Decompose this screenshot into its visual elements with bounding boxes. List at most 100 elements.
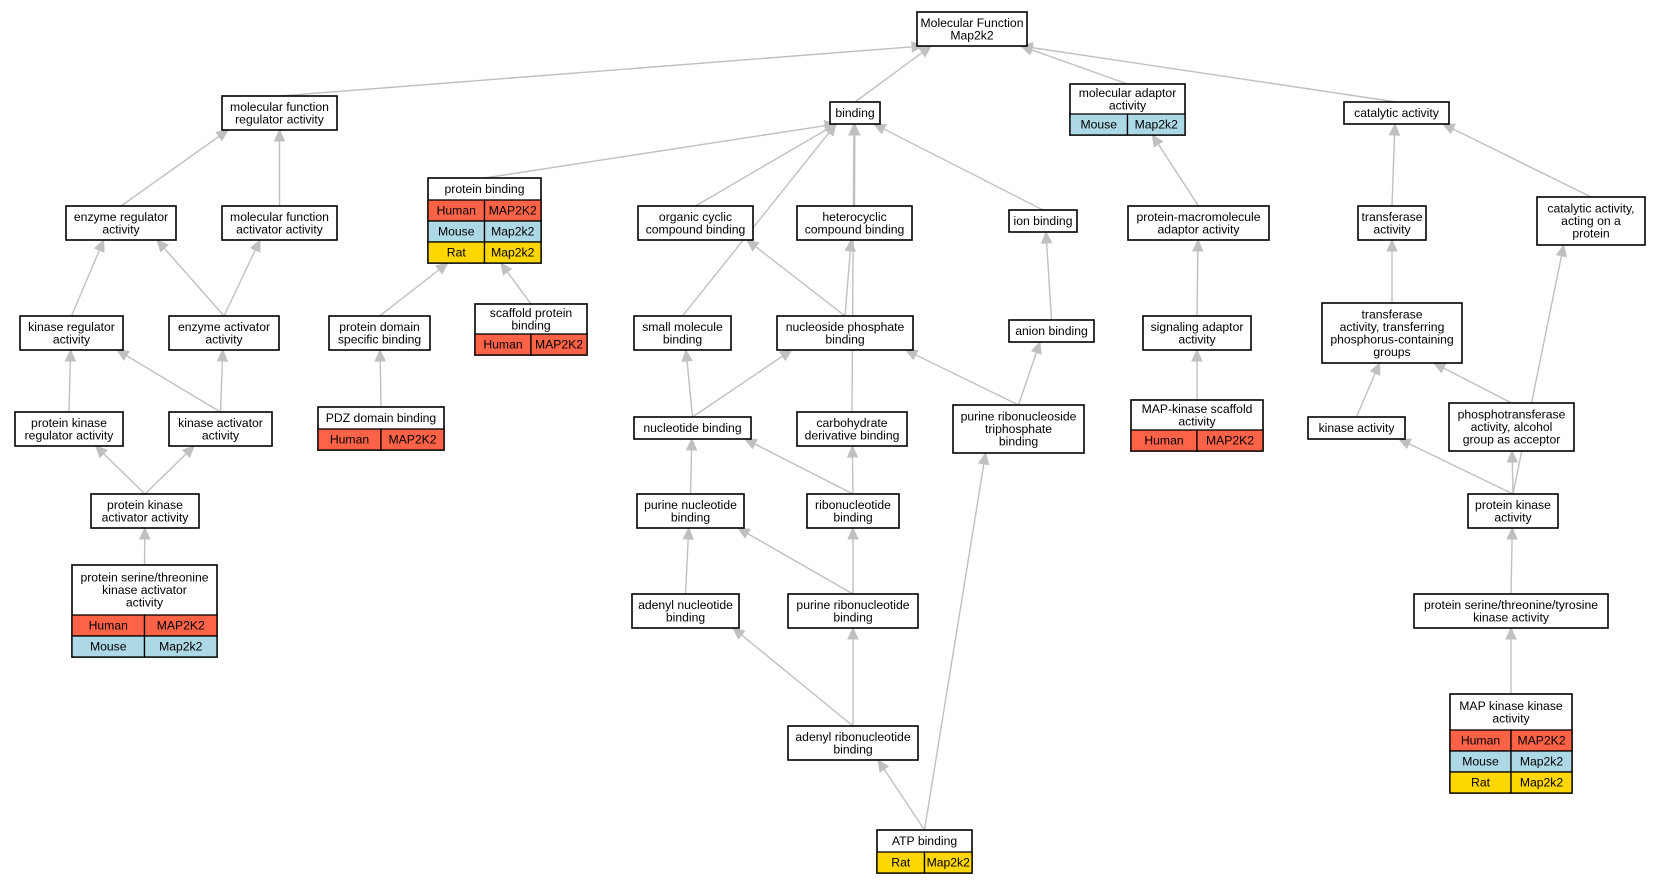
term-label-line: activity, transferring xyxy=(1340,320,1445,334)
gene-cell xyxy=(483,241,542,264)
go-term-ionb[interactable]: ion binding xyxy=(1008,209,1078,233)
term-label-line: binding xyxy=(663,332,702,346)
go-term-cat[interactable]: catalytic activity xyxy=(1343,101,1450,125)
species-name: Mouse xyxy=(1462,755,1499,769)
term-label-line: activity xyxy=(1178,332,1216,346)
edge-transf-to-cat xyxy=(1391,134,1396,207)
term-label-line: regulator activity xyxy=(25,428,115,442)
term-label-line: anion binding xyxy=(1015,324,1088,338)
term-label-line: binding xyxy=(825,332,864,346)
edge-pka-to-catprot xyxy=(1512,255,1563,495)
term-box xyxy=(952,404,1085,454)
term-box xyxy=(1536,196,1646,246)
species-name: Human xyxy=(330,433,369,447)
term-label-line: Molecular Function xyxy=(921,16,1024,30)
term-box xyxy=(806,493,900,529)
go-term-pstty[interactable]: protein serine/threonine/tyrosinekinase … xyxy=(1413,593,1609,629)
term-label-line: protein kinase xyxy=(31,416,107,430)
term-label-line: kinase activator xyxy=(102,583,187,597)
term-label-line: protein binding xyxy=(445,182,525,196)
term-label-line: binding xyxy=(511,318,550,332)
term-label-line: binding xyxy=(833,610,872,624)
species-name: Rat xyxy=(1471,776,1491,790)
term-label-line: derivative binding xyxy=(805,428,900,442)
edge-pkra-to-kra xyxy=(68,360,72,413)
arrowhead-ocb xyxy=(746,239,760,252)
arrowhead-cat xyxy=(1441,123,1456,135)
arrowhead-pstty xyxy=(1505,626,1517,640)
term-box xyxy=(1413,593,1609,629)
edge-pkaa-to-kaa xyxy=(144,453,187,495)
term-label-line: scaffold protein xyxy=(490,306,572,320)
edge-pb-to-binding xyxy=(484,124,826,179)
term-box xyxy=(1008,209,1078,233)
term-label-line: transferase xyxy=(1362,307,1423,321)
term-label-line: protein serine/threonine/tyrosine xyxy=(1424,598,1598,612)
arrowhead-mfra xyxy=(215,129,229,142)
edge-pmaa-to-mada xyxy=(1157,143,1200,207)
arrowhead-cat xyxy=(1388,122,1401,136)
go-term-nucb[interactable]: nucleotide binding xyxy=(633,416,752,440)
go-term-binding[interactable]: binding xyxy=(829,101,881,125)
term-label-line: ribonucleotide xyxy=(815,498,891,512)
arrowhead-pkaa xyxy=(138,526,151,540)
arrowhead-enzreg xyxy=(156,239,169,253)
arrowhead-rnb xyxy=(847,526,859,540)
species-name: Human xyxy=(483,338,522,352)
go-term-kin[interactable]: kinase activity xyxy=(1307,416,1406,440)
go-term-anb[interactable]: anion binding xyxy=(1008,319,1095,343)
term-label-line: protein kinase xyxy=(107,498,183,512)
arrowhead-anb2 xyxy=(732,627,746,640)
arrowhead-npb xyxy=(778,349,793,362)
arrowhead-pmaa xyxy=(1192,238,1204,252)
term-label-line: protein kinase xyxy=(1475,498,1551,512)
species-name: Human xyxy=(1461,734,1500,748)
arrowhead-nucb xyxy=(743,438,758,450)
term-label-line: phosphorus-containing xyxy=(1330,332,1453,346)
term-label-line: adaptor activity xyxy=(1158,222,1241,236)
term-label-line: protein domain xyxy=(339,320,420,334)
arrowhead-eaa xyxy=(216,348,229,362)
term-label-line: protein-macromolecule xyxy=(1137,210,1261,224)
term-label-line: activity xyxy=(1178,414,1216,428)
term-label-line: purine nucleotide xyxy=(644,498,737,512)
edge-eaa-to-mfaa xyxy=(223,249,256,317)
